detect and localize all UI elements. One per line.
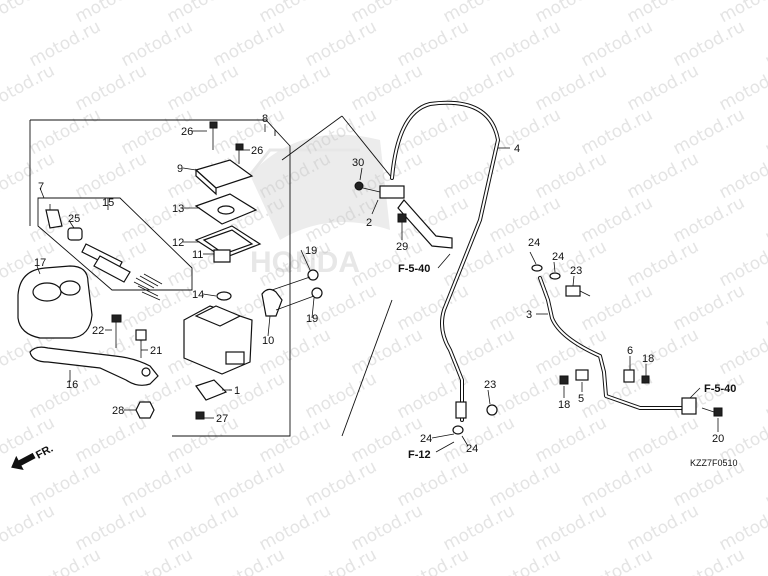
bolt-30 <box>354 181 381 193</box>
label-15: 15 <box>102 197 114 209</box>
label-23b: 23 <box>484 379 496 391</box>
diagram-code: KZZ7F0510 <box>690 458 738 468</box>
spring-25 <box>133 273 163 301</box>
brake-lever-16 <box>29 346 159 386</box>
cap-9 <box>194 159 254 196</box>
bolt-20 <box>701 407 723 417</box>
switch-27 <box>195 379 228 420</box>
ref-f540-left: F-5-40 <box>398 263 430 275</box>
label-7: 7 <box>38 181 44 193</box>
label-18b: 18 <box>558 399 570 411</box>
label-10: 10 <box>262 335 274 347</box>
part-labels: 8 26 26 9 13 12 11 14 10 19 19 1 27 7 15… <box>34 113 724 455</box>
label-21: 21 <box>150 345 162 357</box>
bolt-19 <box>271 269 323 311</box>
washer-14 <box>216 291 232 301</box>
label-16: 16 <box>66 379 78 391</box>
cutaway-frame <box>281 115 393 437</box>
holder-10 <box>261 288 283 317</box>
label-24b: 24 <box>552 251 564 263</box>
master-cylinder-body-1 <box>183 305 253 375</box>
clamp-5 <box>559 369 589 385</box>
nut-28 <box>135 401 155 419</box>
logo-lettering: HONDA <box>250 246 360 279</box>
brake-pipe-3 <box>538 276 697 415</box>
label-2: 2 <box>366 217 372 229</box>
bolt-23-right <box>565 285 591 297</box>
label-11: 11 <box>192 249 203 261</box>
label-9: 9 <box>177 163 183 175</box>
label-17: 17 <box>34 257 46 269</box>
joint-2 <box>379 185 453 249</box>
label-5: 5 <box>578 393 584 405</box>
label-22: 22 <box>92 325 104 337</box>
label-24c: 24 <box>420 433 432 445</box>
label-18a: 18 <box>642 353 654 365</box>
clip-6 <box>623 369 650 384</box>
label-29: 29 <box>396 241 408 253</box>
label-19a: 19 <box>305 245 317 257</box>
piston-kit-15 <box>45 209 163 301</box>
diaphragm-12 <box>194 225 262 259</box>
pivot-bolt-21 <box>135 329 147 358</box>
label-1: 1 <box>234 385 240 397</box>
front-direction-indicator: FR. <box>11 443 55 471</box>
screw-22 <box>111 314 122 348</box>
assembly-frame-8 <box>29 119 291 437</box>
label-14: 14 <box>192 289 204 301</box>
label-8: 8 <box>262 113 268 125</box>
label-13: 13 <box>172 203 184 215</box>
front-arrow-icon <box>11 452 36 471</box>
label-26a: 26 <box>181 126 193 138</box>
label-23a: 23 <box>570 265 582 277</box>
ref-f12: F-12 <box>408 449 431 461</box>
reservoir-cover-17 <box>17 265 93 339</box>
brake-hose-4 <box>390 100 500 422</box>
label-28: 28 <box>112 405 124 417</box>
label-19b: 19 <box>306 313 318 325</box>
screw-29 <box>397 213 407 223</box>
label-26b: 26 <box>251 145 263 157</box>
ref-f540-right: F-5-40 <box>704 383 736 395</box>
reference-labels: F-5-40 F-5-40 F-12 <box>398 253 736 461</box>
hose-end-fitting <box>452 401 498 435</box>
washers-24 <box>531 264 561 280</box>
label-4: 4 <box>514 143 520 155</box>
label-12: 12 <box>172 237 184 249</box>
honda-wing-logo: HONDA <box>248 134 390 279</box>
float-11 <box>213 249 231 263</box>
plate-13 <box>194 193 258 225</box>
label-25: 25 <box>68 213 80 225</box>
label-20: 20 <box>712 433 724 445</box>
direction-label: FR. <box>34 443 55 462</box>
leader-lines <box>36 124 719 447</box>
label-30: 30 <box>352 157 364 169</box>
label-24d: 24 <box>466 443 478 455</box>
label-3: 3 <box>526 309 532 321</box>
assembly-frame-7 <box>37 197 193 291</box>
label-6: 6 <box>627 345 633 357</box>
label-27: 27 <box>216 413 228 425</box>
screw-26 <box>209 121 244 164</box>
label-24a: 24 <box>528 237 540 249</box>
